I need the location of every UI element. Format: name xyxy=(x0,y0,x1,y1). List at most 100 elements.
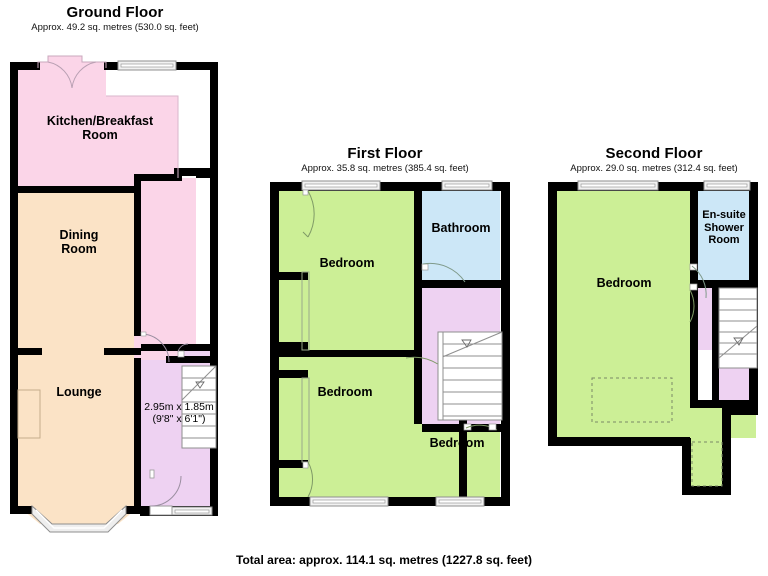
ground-wall-bottom-hall xyxy=(140,506,218,516)
second-wall-ensuite-bottom xyxy=(690,280,758,288)
room-label-bathroom: Bathroom xyxy=(431,221,491,235)
window-first-bed-rear-bottom xyxy=(435,496,485,507)
door-first-bed-mid xyxy=(302,461,314,498)
wall-hall-left-mid xyxy=(134,214,141,350)
bedroom-middle-fill xyxy=(278,356,466,498)
wall-kitchen-hall-top xyxy=(134,174,182,181)
kitchen-inner-step xyxy=(106,95,179,178)
kitchen-label-line1: Kitchen/Breakfast xyxy=(46,114,154,128)
ground-hall-upper-fill2 xyxy=(140,352,196,360)
ground-wall-left xyxy=(10,62,18,514)
first-nib-c xyxy=(278,370,308,378)
first-nib-f xyxy=(301,377,310,463)
kitchen-door-arc-right xyxy=(71,61,97,89)
wall-hall-left-upper xyxy=(134,174,141,214)
wall-kitchen-notch xyxy=(100,186,140,193)
wall-kitchen-hall-top2 xyxy=(174,168,218,176)
second-wall-bottom-right xyxy=(722,406,758,415)
wall-hall-left-lower xyxy=(134,356,141,510)
door-dining-hall xyxy=(140,331,170,363)
dining-label-line2: Room xyxy=(61,242,97,256)
kitchen-door-arc-left xyxy=(47,61,73,89)
hallway-dimension-imperial: (9'8" x 6'1") xyxy=(152,412,206,425)
first-wall-left xyxy=(270,182,279,506)
ground-hall-upper-fill xyxy=(140,178,196,352)
window-first-bathroom-top xyxy=(441,180,493,191)
window-ground-top xyxy=(117,60,177,71)
ground-wall-top-window-run xyxy=(118,62,218,70)
dining-label-line1: Dining xyxy=(59,228,99,242)
bedroom-loft-fill xyxy=(556,190,690,438)
bedroom-loft-fill-right xyxy=(690,406,756,438)
first-wall-top-c xyxy=(378,182,442,191)
room-label-bedroom-middle: Bedroom xyxy=(317,385,373,399)
ground-wall-top-right xyxy=(104,62,118,70)
first-staircase xyxy=(437,331,503,421)
second-wall-top-c xyxy=(660,182,708,191)
first-wall-bed-mid-right xyxy=(459,356,467,498)
bedroom-front-fill xyxy=(278,190,414,350)
room-label-bedroom-loft: Bedroom xyxy=(596,276,652,290)
ground-floor-subtitle: Approx. 49.2 sq. metres (530.0 sq. feet) xyxy=(31,22,199,33)
second-wall-bottom-right2 xyxy=(722,406,731,446)
second-floor-title: Second Floor xyxy=(605,145,703,162)
bathroom-fill xyxy=(422,190,500,286)
ensuite-label-line1: En-suite xyxy=(702,209,746,221)
wall-dining-lounge-left xyxy=(18,348,42,355)
ground-wall-bottom-left xyxy=(10,506,32,514)
total-area-text: Total area: approx. 114.1 sq. metres (12… xyxy=(236,553,532,567)
door-second-bedroom xyxy=(689,283,698,323)
first-wall-landing-left xyxy=(414,350,422,424)
door-gap-dining-hall xyxy=(134,336,141,358)
second-wall-right xyxy=(749,182,758,408)
kitchen-bay-outline xyxy=(37,55,107,68)
bedroom-rear-fill xyxy=(466,430,500,498)
first-floor-plan xyxy=(270,180,510,507)
kitchen-breakfast-room-fill xyxy=(18,56,178,190)
dining-room-fill xyxy=(18,190,140,352)
kitchen-label-line2: Room xyxy=(82,128,118,142)
lounge-alcove xyxy=(17,389,41,439)
first-wall-bed-front-bottom xyxy=(278,350,414,357)
room-label-lounge: Lounge xyxy=(56,385,102,399)
second-wall-ensuite-left xyxy=(690,190,698,288)
ground-wall-step xyxy=(196,168,218,178)
second-landing-lilac xyxy=(690,288,712,350)
first-wall-top-a xyxy=(270,182,302,191)
door-second-ensuite xyxy=(689,263,707,299)
ground-side-passage xyxy=(196,178,216,344)
ground-wall-right-lower xyxy=(210,168,218,516)
second-wall-left xyxy=(548,182,557,446)
wall-kitchen-dining xyxy=(18,186,140,193)
first-nib-a xyxy=(278,342,308,350)
ground-hall-lilac-fill xyxy=(140,360,216,510)
second-staircase xyxy=(718,287,758,369)
first-nib-b xyxy=(278,272,308,280)
wall-understair-top xyxy=(141,344,218,351)
wall-kitchen-bump xyxy=(174,168,182,180)
room-label-ensuite-shower-room: En-suite Shower Room xyxy=(686,209,762,247)
door-first-bed-rear xyxy=(463,423,498,431)
ensuite-fill xyxy=(698,190,756,280)
window-second-ensuite-top xyxy=(703,180,751,191)
understair-cupboard-fill xyxy=(178,344,216,360)
second-wall-top-d xyxy=(700,182,758,191)
first-landing-fill xyxy=(422,286,500,424)
door-first-bed-front xyxy=(302,189,315,238)
second-wall-stair-left xyxy=(712,288,719,408)
second-floor-plan xyxy=(548,180,758,495)
wall-understair-bottom xyxy=(166,356,218,363)
hallway-dimension-metric: 2.95m x 1.85m xyxy=(144,401,214,413)
door-first-bed-mid-landing xyxy=(405,351,467,391)
first-wall-top-d xyxy=(432,182,510,191)
lounge-fill xyxy=(18,352,140,524)
room-label-kitchen-breakfast: Kitchen/Breakfast Room xyxy=(20,114,180,142)
first-floor-title: First Floor xyxy=(347,145,423,162)
first-wall-right xyxy=(501,182,510,506)
second-dormer-bottom xyxy=(682,486,731,495)
loft-dormer-outline xyxy=(691,441,723,487)
wall-dining-lounge-right xyxy=(104,348,141,355)
second-floor-subtitle: Approx. 29.0 sq. metres (312.4 sq. feet) xyxy=(570,163,738,174)
